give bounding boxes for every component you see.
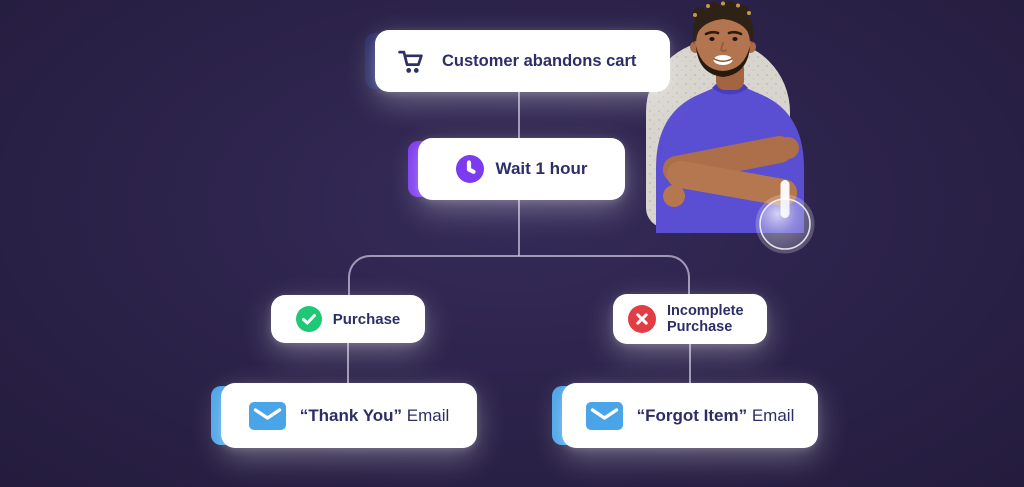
connector-trigger-wait	[518, 92, 520, 139]
wait-card: Wait 1 hour	[418, 138, 625, 200]
connector-branch	[348, 255, 690, 295]
cart-icon	[398, 50, 423, 73]
purchase-label: Purchase	[332, 310, 401, 328]
envelope-icon	[585, 401, 623, 430]
cross-icon	[628, 305, 656, 333]
thank-you-email-card: “Thank You” Email	[221, 383, 477, 448]
purchase-card: Purchase	[271, 295, 425, 343]
envelope-icon	[248, 401, 286, 430]
trigger-node: Customer abandons cart	[365, 30, 670, 92]
purchase-node: Purchase	[271, 295, 425, 343]
trigger-card: Customer abandons cart	[375, 30, 670, 92]
wait-node: Wait 1 hour	[408, 138, 625, 200]
clock-icon	[455, 155, 484, 183]
thank-you-email-label: “Thank You” Email	[299, 405, 450, 425]
connector-wait-branch	[518, 199, 520, 256]
forgot-item-email-node: “Forgot Item” Email	[552, 383, 818, 448]
thank-you-email-node: “Thank You” Email	[211, 383, 477, 448]
incomplete-purchase-card: Incomplete Purchase	[613, 294, 767, 344]
wait-label: Wait 1 hour	[495, 159, 588, 178]
person-photo	[646, 1, 815, 254]
incomplete-purchase-label: Incomplete Purchase	[667, 302, 744, 335]
forgot-item-email-card: “Forgot Item” Email	[562, 383, 818, 448]
incomplete-purchase-node: Incomplete Purchase	[613, 294, 767, 344]
forgot-item-email-label: “Forgot Item” Email	[636, 405, 795, 425]
connector-incomplete-email	[689, 344, 691, 384]
trigger-label: Customer abandons cart	[442, 51, 637, 70]
check-icon	[295, 306, 322, 332]
connector-purchase-email	[347, 343, 349, 384]
